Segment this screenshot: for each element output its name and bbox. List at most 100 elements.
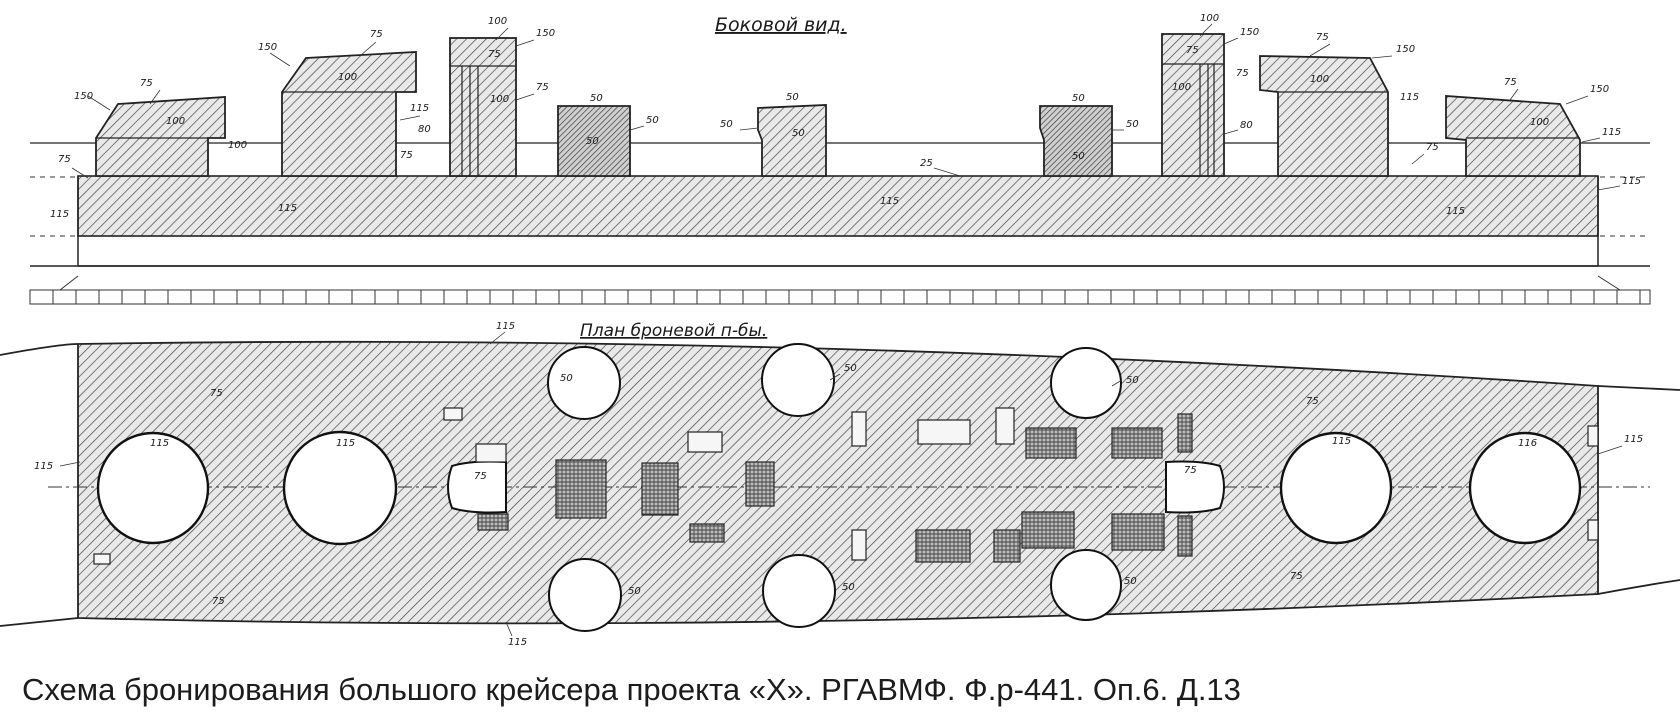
label-secondary-1: 50 <box>586 136 599 147</box>
label-left-end: 115 <box>34 461 53 472</box>
label-tower-1-top: 100 <box>488 16 507 27</box>
conning-tower-plan-2 <box>1165 460 1225 514</box>
label-turret-2-bar: 115 <box>410 103 429 114</box>
label-mount-upper-right: 50 <box>1126 375 1139 386</box>
turret-4-side <box>1445 95 1581 177</box>
label-deck-upper-left: 75 <box>210 388 223 399</box>
label-mount-upper-left: 50 <box>560 373 573 384</box>
label-turret-4-side: 150 <box>1590 84 1609 95</box>
turret-3-side <box>1259 55 1389 177</box>
label-end-left: 115 <box>50 209 69 220</box>
deck-fittings <box>93 407 1599 565</box>
plan-view-labels: 115 115 115 115 75 75 75 75 115 115 115 … <box>34 321 1643 648</box>
label-tower-2-low: 100 <box>1172 82 1191 93</box>
side-leader-lines <box>71 23 1621 191</box>
hatch-9 <box>915 529 971 563</box>
label-turret-3-base: 75 <box>1426 142 1439 153</box>
secondary-mount-2 <box>757 104 827 177</box>
hatch-4 <box>687 431 723 453</box>
label-deck: 25 <box>920 158 933 169</box>
main-barbette-4 <box>1468 431 1582 545</box>
turret-2-side <box>281 51 417 177</box>
side-view-title: Боковой вид. <box>715 14 847 36</box>
frame-scale-ends <box>30 275 1650 291</box>
label-right-end: 115 <box>1624 434 1643 445</box>
label-turret-3-bar: 115 <box>1400 92 1419 103</box>
hatch-10 <box>1025 427 1077 459</box>
label-barbette-2: 115 <box>336 438 355 449</box>
label-tower-1-base: 75 <box>536 82 549 93</box>
side-view-labels: 75 115 115 115 115 115 25 75 150 100 100… <box>50 13 1641 220</box>
label-secondary-3: 50 <box>1072 151 1085 162</box>
label-belt-left: 115 <box>278 203 297 214</box>
secondary-barbette-upper-center <box>761 343 835 417</box>
hatch-2 <box>641 462 679 516</box>
hatch-8 <box>917 419 971 445</box>
hull-line-bottom-right <box>1597 579 1680 595</box>
label-turret-3-top: 75 <box>1316 32 1329 43</box>
hatch-7 <box>477 513 509 531</box>
frame-scale <box>29 289 1651 305</box>
label-tower-1-low: 100 <box>490 94 509 105</box>
main-barbette-3 <box>1279 431 1393 545</box>
hull-line-top-left <box>0 343 79 356</box>
hatch-20 <box>443 407 463 421</box>
main-barbette-1 <box>96 431 210 545</box>
frame-scale-ticks <box>29 290 1641 304</box>
turret-1-side <box>95 96 226 177</box>
secondary-mount-1 <box>557 105 631 177</box>
main-barbette-2 <box>282 430 398 546</box>
secondary-barbette-upper-left <box>547 346 621 420</box>
label-tower-1-side: 150 <box>536 28 555 39</box>
label-deck-lower-left: 75 <box>212 596 225 607</box>
label-belt-right: 115 <box>1446 206 1465 217</box>
label-turret-3-face: 100 <box>1310 74 1329 85</box>
secondary-barbette-lower-center <box>762 554 836 628</box>
conning-tower-1 <box>449 37 517 177</box>
hatch-21 <box>93 553 111 565</box>
label-tower-1-mid: 75 <box>488 49 501 60</box>
label-turret-2-base: 75 <box>400 150 413 161</box>
hatch-1 <box>555 459 607 519</box>
label-bottom-edge: 115 <box>508 637 527 648</box>
label-turret-4-top: 75 <box>1504 77 1517 88</box>
label-tower-2-top: 100 <box>1200 13 1219 24</box>
label-barbette-3: 115 <box>1332 436 1351 447</box>
label-barbette-1: 115 <box>150 438 169 449</box>
label-turret-2-low: 80 <box>418 124 431 135</box>
label-turret-4-face: 100 <box>1530 117 1549 128</box>
label-secondary-1-side: 50 <box>646 115 659 126</box>
label-top-edge: 115 <box>496 321 515 332</box>
hatch-22 <box>1587 425 1599 447</box>
label-deck-lower-right: 75 <box>1290 571 1303 582</box>
figure-caption: Схема бронирования большого крейсера про… <box>22 672 1241 707</box>
secondary-barbette-lower-left <box>548 558 622 632</box>
hatch-16 <box>1177 413 1193 453</box>
label-mount-lower-left: 50 <box>628 586 641 597</box>
hatch-6 <box>475 443 507 463</box>
label-tower-2-right: 75 <box>1236 68 1249 79</box>
label-turret-1-bar: 100 <box>228 140 247 151</box>
label-turret-1-face: 100 <box>166 116 185 127</box>
label-turret-3-side: 150 <box>1396 44 1415 55</box>
hatch-11 <box>1021 511 1075 549</box>
label-secondary-3-side: 50 <box>1126 119 1139 130</box>
main-armor-belt <box>77 175 1599 237</box>
secondary-mount-3 <box>1039 105 1113 177</box>
label-secondary-2: 50 <box>792 128 805 139</box>
label-tower-2-base: 80 <box>1240 120 1253 131</box>
hatch-3 <box>745 461 775 507</box>
label-barbette-4: 116 <box>1518 438 1537 449</box>
hatch-13 <box>1111 513 1165 551</box>
label-mount-lower-right: 50 <box>1124 576 1137 587</box>
plan-view-title: План броневой п-бы. <box>580 321 767 341</box>
label-turret-4-bar: 115 <box>1602 127 1621 138</box>
label-belt-center: 115 <box>880 196 899 207</box>
label-turret-2-top: 75 <box>370 29 383 40</box>
hatch-15 <box>993 529 1021 563</box>
label-secondary-2-top: 50 <box>786 92 799 103</box>
label-secondary-2-side: 50 <box>720 119 733 130</box>
label-tower-2-mid: 75 <box>1186 45 1199 56</box>
label-end-right: 115 <box>1622 176 1641 187</box>
label-tower-2-side: 150 <box>1240 27 1259 38</box>
